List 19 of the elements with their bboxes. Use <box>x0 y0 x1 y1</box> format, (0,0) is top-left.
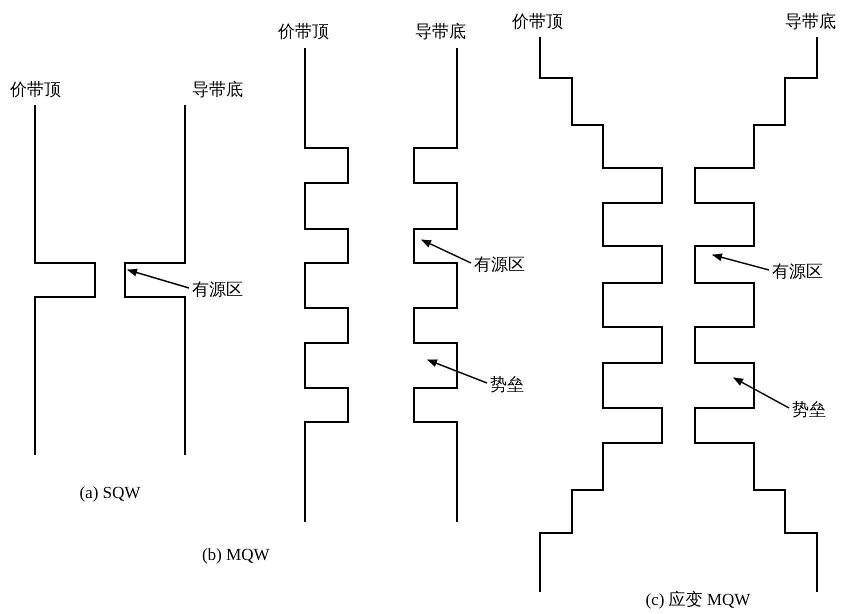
band-label: 价带顶 <box>10 80 61 100</box>
band-label: 价带顶 <box>512 12 563 32</box>
caption: (a) SQW <box>80 483 140 503</box>
band-label: 导带底 <box>192 80 243 100</box>
leader-line <box>712 253 770 271</box>
leader-line <box>421 239 472 264</box>
leader-line <box>127 268 190 289</box>
region-label: 有源区 <box>192 280 243 300</box>
leader-line <box>427 359 488 384</box>
region-label: 有源区 <box>772 262 823 282</box>
band-label: 价带顶 <box>278 22 329 42</box>
caption: (b) MQW <box>202 545 270 565</box>
region-label: 有源区 <box>474 255 525 275</box>
region-label: 势垒 <box>490 375 524 395</box>
leader-line <box>733 377 790 409</box>
band-label: 导带底 <box>785 12 836 32</box>
region-label: 势垒 <box>792 400 826 420</box>
band-label: 导带底 <box>415 22 466 42</box>
caption: (c) 应变 MQW <box>646 590 750 610</box>
